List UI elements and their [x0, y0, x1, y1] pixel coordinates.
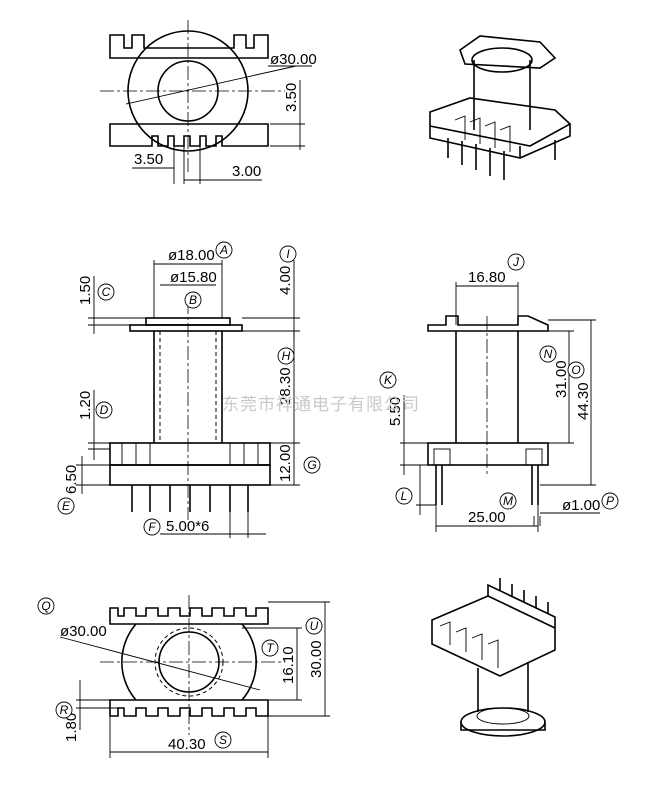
side-view: 16.80 31.00 44.30 5.50 25.00 ø1.00: [387, 269, 600, 532]
bottom-view-16-10-label: 16.10: [280, 646, 297, 684]
svg-text:M: M: [503, 494, 513, 508]
tag-p: P: [601, 492, 619, 510]
front-view-28-30-label: 28.30: [277, 367, 294, 405]
svg-text:T: T: [266, 641, 275, 655]
tag-k: K: [379, 371, 397, 389]
side-view-pin-label: ø1.00: [562, 497, 600, 514]
svg-text:K: K: [384, 373, 393, 387]
front-view-d15-label: ø15.80: [170, 269, 217, 286]
svg-text:S: S: [219, 733, 227, 747]
svg-text:D: D: [100, 403, 109, 417]
front-view-d18-label: ø18.00: [168, 247, 215, 264]
svg-text:O: O: [571, 363, 580, 377]
bottom-view-1-80-label: 1.80: [63, 713, 80, 742]
svg-text:L: L: [401, 489, 408, 503]
side-view-44-30-label: 44.30: [575, 382, 592, 420]
tag-l: L: [395, 487, 413, 505]
watermark-text: 东莞市祥通电子有限公司: [222, 395, 420, 415]
tag-i: I: [279, 245, 297, 263]
tag-n: N: [539, 345, 557, 363]
side-view-31-00-label: 31.00: [553, 360, 570, 398]
tag-c: C: [97, 283, 115, 301]
iso-view-bottom: [431, 578, 556, 737]
side-view-25-00-label: 25.00: [468, 509, 506, 526]
tag-g: G: [303, 456, 321, 474]
tag-j: J: [507, 253, 525, 271]
top-view: ø30.00 3.50 3.50 3.00: [100, 20, 317, 184]
front-view-12-00-label: 12.00: [277, 444, 294, 482]
tag-o: O: [567, 361, 585, 379]
tag-d: D: [95, 401, 113, 419]
front-view-1-20-label: 1.20: [77, 391, 94, 420]
tag-r: R: [55, 701, 73, 719]
tag-m: M: [499, 492, 517, 510]
bottom-view-diameter-label: ø30.00: [60, 623, 107, 640]
tag-a: A: [215, 241, 233, 259]
front-view-pitch-label: 5.00*6: [166, 518, 209, 535]
tag-e: E: [57, 497, 75, 515]
tag-q: Q: [37, 597, 55, 615]
svg-text:G: G: [307, 458, 316, 472]
side-view-16-80-label: 16.80: [468, 269, 506, 286]
bottom-view-40-30-label: 40.30: [168, 736, 206, 753]
svg-text:A: A: [219, 243, 228, 257]
svg-text:J: J: [512, 255, 520, 269]
svg-text:C: C: [102, 285, 111, 299]
tag-f: F: [143, 518, 161, 536]
svg-text:B: B: [189, 293, 197, 307]
tag-s: S: [214, 731, 232, 749]
svg-text:Q: Q: [41, 599, 50, 613]
tag-u: U: [305, 617, 323, 635]
front-view-1-50-label: 1.50: [77, 276, 94, 305]
tag-b: B: [184, 291, 202, 309]
top-view-height-label: 3.50: [283, 83, 300, 112]
svg-text:I: I: [286, 247, 290, 261]
bottom-view: ø30.00 16.10 30.00 1.80 40.30: [59, 595, 330, 758]
svg-text:N: N: [544, 347, 553, 361]
front-view: ø18.00 ø15.80 1.50 1.20 6.50 4.00 28.30 …: [63, 247, 300, 538]
tag-t: T: [261, 639, 279, 657]
svg-text:R: R: [60, 703, 69, 717]
top-view-diameter-label: ø30.00: [270, 51, 317, 68]
front-view-6-50-label: 6.50: [63, 465, 80, 494]
top-view-width-label: 3.50: [134, 151, 163, 168]
side-view-5-50-label: 5.50: [387, 397, 404, 426]
svg-text:H: H: [282, 349, 291, 363]
top-view-slot-label: 3.00: [232, 163, 261, 180]
front-view-4-00-label: 4.00: [277, 266, 294, 295]
bottom-view-30-00-label: 30.00: [308, 640, 325, 678]
svg-text:E: E: [62, 499, 71, 513]
svg-text:P: P: [606, 494, 614, 508]
svg-text:U: U: [310, 619, 319, 633]
iso-view-top: [429, 35, 572, 180]
tag-h: H: [277, 347, 295, 365]
svg-text:F: F: [148, 520, 156, 534]
